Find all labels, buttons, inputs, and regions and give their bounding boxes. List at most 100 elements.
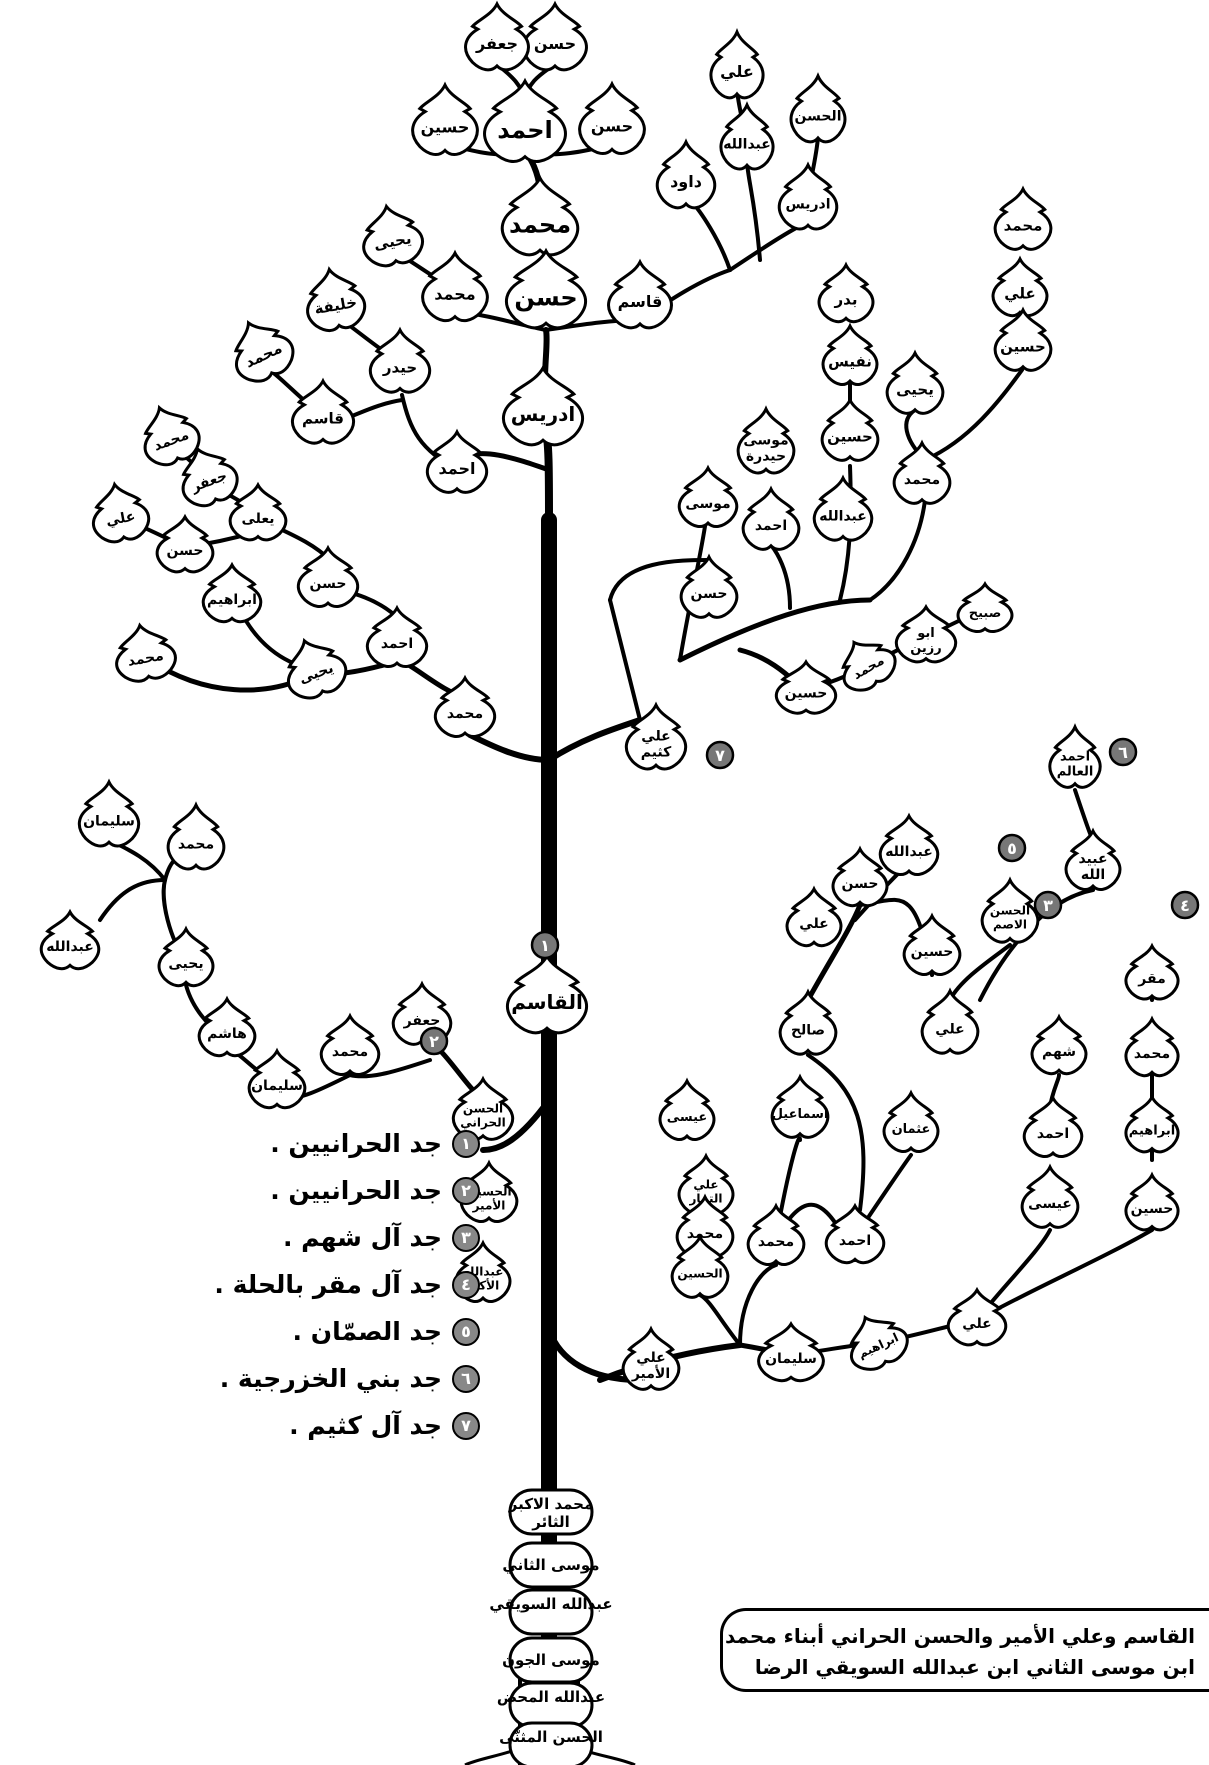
leaf-name: سليمان: [251, 1078, 303, 1094]
name-leaf: قاسم: [609, 262, 672, 328]
name-leaf: احمد: [367, 608, 426, 667]
leaf-name: علي: [935, 1021, 964, 1037]
leaf-name: احمد: [381, 636, 413, 652]
leaf-name: حسن: [591, 116, 633, 135]
leaf-name: جعفر: [475, 34, 518, 53]
legend-text: جد الحرانيين .: [270, 1176, 442, 1205]
leaf-name: الأمير: [631, 1365, 670, 1382]
name-leaf: صبيح: [958, 584, 1012, 632]
name-leaf: عبيدالله: [1066, 831, 1120, 890]
leaf-name: عبدالله: [723, 136, 771, 152]
name-leaf: يعلى: [230, 485, 286, 540]
name-leaf: علي: [993, 259, 1047, 316]
leaf-name: عبدالله: [46, 939, 94, 955]
name-leaf: بدر: [819, 265, 873, 322]
legend-item: ٦جد بني الخزرجية .: [40, 1355, 480, 1402]
name-leaf: حسين: [413, 85, 478, 154]
branch-line: [977, 1230, 1152, 1320]
leaf-name: يحيى: [896, 381, 934, 399]
leaf-name: احمد: [497, 116, 552, 144]
name-leaf: ادريس: [779, 165, 837, 229]
leaf-name: محمد: [904, 472, 940, 488]
name-leaf: عبدالله: [880, 816, 938, 875]
leaf-name: يعلى: [241, 511, 274, 527]
leaf-name: احمد: [1060, 749, 1090, 764]
leaf-name: حسين: [1000, 338, 1046, 356]
legend-text: جد آل شهم .: [283, 1223, 442, 1252]
branch-line: [740, 1265, 776, 1345]
leaf-name: صبيح: [969, 606, 1002, 621]
leaf-name: عثمان: [892, 1122, 931, 1137]
branch-line: [100, 880, 165, 920]
leaf-name: داود: [670, 172, 702, 191]
name-leaf: حسن: [681, 557, 737, 617]
name-leaf: علي: [87, 480, 152, 546]
leaf-name: الحسن: [990, 904, 1030, 918]
name-leaf: محمد: [995, 189, 1051, 249]
name-leaf: قاسم: [292, 381, 353, 443]
legend-text: جد الحرانيين .: [270, 1129, 442, 1158]
legend-text: جد آل كثيم .: [289, 1411, 442, 1440]
lineage-name: الحسن المثنّى: [499, 1728, 603, 1746]
name-leaf: عيسى: [660, 1081, 714, 1140]
name-leaf: محمد: [830, 629, 902, 698]
lineage-name: عبدالله المحض: [497, 1688, 605, 1706]
branch-line: [1075, 790, 1093, 840]
name-leaf: حسين: [904, 916, 960, 975]
branch-line: [690, 200, 730, 270]
leaf-name: محمد: [447, 706, 483, 722]
leaf-name: ابراهيم: [207, 592, 257, 608]
lineage-name: محمد الاكبر: [508, 1495, 594, 1513]
name-leaf: حسن: [506, 251, 585, 328]
leaf-name: احمد: [439, 459, 476, 478]
leaf-name: محمد: [332, 1044, 368, 1060]
name-leaf: حسين: [1126, 1175, 1178, 1230]
legend: ١جد الحرانيين . ٢جد الحرانيين . ٣جد آل ش…: [40, 1120, 480, 1449]
name-leaf: علي: [922, 991, 978, 1053]
number-badge: ١: [452, 1130, 480, 1158]
name-leaf: حسين: [776, 662, 835, 713]
lineage-item: موسى الثاني: [502, 1543, 599, 1587]
branch-line: [610, 600, 640, 720]
name-leaf: موسى: [679, 468, 737, 527]
leaf-name: محمد: [434, 284, 475, 303]
badge-number: ٤: [1180, 896, 1190, 915]
leaf-name: صالح: [791, 1022, 825, 1038]
leaf-name: عبدالله: [819, 508, 867, 524]
note-line: القاسم وعلي الأمير والحسن الحراني أبناء …: [731, 1621, 1195, 1652]
name-leaf: جعفر: [466, 4, 529, 70]
leaf-name: الحسن: [795, 109, 842, 125]
leaf-name: حسين: [785, 686, 828, 702]
lineage-item: موسى الجون: [502, 1638, 600, 1682]
leaf-name: موسى: [685, 496, 730, 512]
name-leaf: ابراهيم: [1126, 1097, 1178, 1152]
leaf-name: قاسم: [618, 292, 663, 311]
name-leaf: محمد: [1126, 1019, 1178, 1076]
name-leaf: حسن: [580, 84, 645, 153]
name-leaf: احمد: [427, 432, 486, 492]
name-leaf: يحيى: [887, 353, 943, 413]
leaf-name: حسن: [167, 543, 204, 559]
leaf-name: قاسم: [302, 410, 344, 428]
leaf-name: عيسى: [667, 1110, 708, 1125]
leaf-name: عيسى: [1028, 1196, 1072, 1212]
name-leaf: موسىحيدرة: [738, 409, 794, 473]
name-leaf: عيسى: [1022, 1167, 1078, 1227]
name-leaf: ادريس: [503, 368, 582, 445]
leaf-name: علي: [962, 1316, 991, 1332]
leaf-name: محمد: [509, 211, 571, 239]
leaf-name: الحسين: [677, 1267, 722, 1281]
leaf-name: محمد: [1004, 217, 1043, 235]
leaf-name: يحيى: [168, 956, 203, 972]
lineage-note: القاسم وعلي الأمير والحسن الحراني أبناء …: [720, 1608, 1209, 1692]
leaf-name: اسماعيل: [772, 1107, 829, 1122]
name-leaf: عثمان: [884, 1093, 938, 1152]
leaf-name: محمد: [178, 836, 214, 852]
name-leaf: حيدر: [370, 330, 429, 392]
name-leaf: محمد: [321, 1016, 379, 1075]
leaf-name: حسين: [1131, 1201, 1174, 1217]
badge-number: ١: [540, 936, 550, 955]
badge-number: ٣: [1043, 896, 1053, 915]
